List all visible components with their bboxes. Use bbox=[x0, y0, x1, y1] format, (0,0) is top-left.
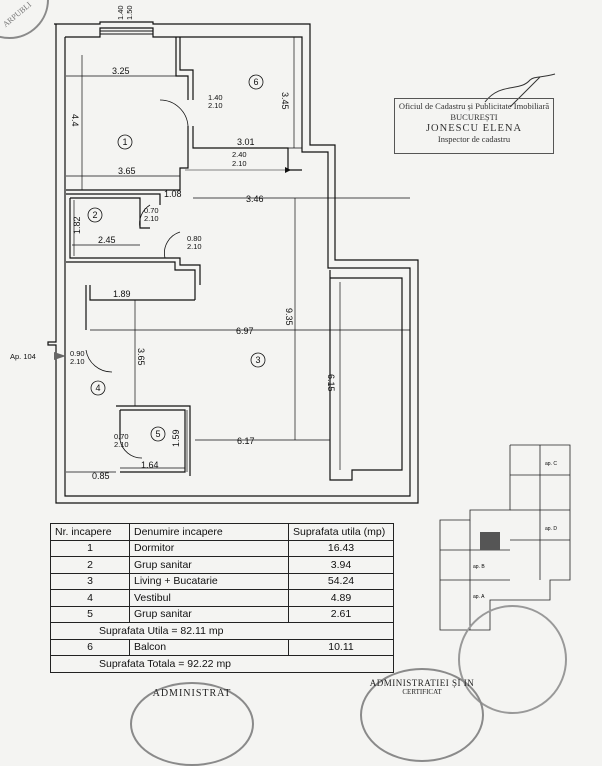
dim-door-r1: 1.40 bbox=[208, 93, 223, 102]
cell: Grup sanitar bbox=[129, 605, 289, 623]
bottom-right-stamp-text2: CERTIFICAT bbox=[402, 688, 442, 696]
dimension-lines bbox=[66, 37, 410, 473]
room-4-label: 4 bbox=[95, 383, 100, 393]
bottom-right-stamp-inner bbox=[460, 647, 565, 653]
dim-living-right: 6.15 bbox=[326, 374, 336, 392]
stamp-inner-text bbox=[460, 647, 565, 653]
dim-r1-width: 3.25 bbox=[112, 66, 130, 76]
dim-door-hallb: 2.10 bbox=[187, 242, 202, 251]
stamp-line-1: Oficiul de Cadastru și Publicitate Imobi… bbox=[398, 101, 550, 111]
suprafata-utila: Suprafata Utila = 82.11 mp bbox=[50, 622, 394, 640]
cell: 16.43 bbox=[288, 539, 394, 557]
room-circles bbox=[87, 74, 266, 442]
apartment-marker: Ap. 104 bbox=[10, 352, 36, 361]
dim-r6-height: 3.45 bbox=[280, 92, 290, 110]
room-1-label: 1 bbox=[122, 137, 127, 147]
dim-balcony-b: 1.50 bbox=[125, 5, 134, 20]
dim-balcony-a: 1.40 bbox=[116, 5, 125, 20]
dim-r2-width: 2.45 bbox=[98, 235, 116, 245]
room-6-label: 6 bbox=[253, 77, 258, 87]
header-denumire: Denumire incapere bbox=[129, 523, 289, 541]
suprafata-totala: Suprafata Totala = 92.22 mp bbox=[50, 655, 394, 673]
table-row: 1 Dormitor 16.43 bbox=[50, 539, 394, 557]
table-row: 2 Grup sanitar 3.94 bbox=[50, 556, 394, 574]
balcony-window bbox=[100, 27, 153, 35]
top-left-stamp-text: ARPUBLI bbox=[1, 0, 34, 29]
arrow-head-icon bbox=[285, 167, 291, 173]
dim-vestibul-top: 1.89 bbox=[113, 289, 131, 299]
bottom-left-stamp: ADMINISTRAT bbox=[130, 682, 254, 766]
cell: 1 bbox=[50, 539, 130, 557]
stamp-line-2: BUCUREȘTI bbox=[450, 112, 498, 122]
dim-r5-height: 1.59 bbox=[171, 429, 181, 447]
dim-door-r2b: 2.10 bbox=[144, 214, 159, 223]
cadastral-stamp: Oficiul de Cadastru și Publicitate Imobi… bbox=[394, 98, 554, 154]
dim-door-r6: 2.40 bbox=[232, 150, 247, 159]
dim-vestibul-height: 3.65 bbox=[136, 348, 146, 366]
dim-r6-width: 3.01 bbox=[237, 137, 255, 147]
totala-row: Suprafata Totala = 92.22 mp bbox=[50, 655, 394, 673]
table-header-row: Nr. incapere Denumire incapere Suprafata… bbox=[50, 523, 394, 541]
cell: 10.11 bbox=[288, 638, 394, 656]
entry-door-dim-b: 2.10 bbox=[70, 357, 85, 366]
cell: Grup sanitar bbox=[129, 556, 289, 574]
bottom-right-stamp-text: ADMINISTRATIEI ȘI IN bbox=[369, 678, 475, 688]
cell: 54.24 bbox=[288, 572, 394, 590]
cell: 4.89 bbox=[288, 589, 394, 607]
room-5-label: 5 bbox=[155, 429, 160, 439]
header-suprafata: Suprafata utila (mp) bbox=[288, 523, 394, 541]
header-nr: Nr. incapere bbox=[50, 523, 130, 541]
cell: 4 bbox=[50, 589, 130, 607]
key-label-b: ap. B bbox=[473, 564, 485, 570]
cell: 6 bbox=[50, 638, 130, 656]
door-arcs bbox=[85, 99, 189, 459]
cell: 3 bbox=[50, 572, 130, 590]
table-row: 4 Vestibul 4.89 bbox=[50, 589, 394, 607]
table-row: 5 Grup sanitar 2.61 bbox=[50, 605, 394, 623]
room-3-label: 3 bbox=[255, 355, 260, 365]
signature bbox=[484, 73, 556, 108]
cell: 2 bbox=[50, 556, 130, 574]
key-label-d: ap. D bbox=[545, 526, 557, 532]
bottom-stamp-center: ADMINISTRATIEI ȘI IN CERTIFICAT bbox=[360, 668, 484, 762]
dim-r5-width: 1.64 bbox=[141, 460, 159, 470]
dim-door-r5b: 2.10 bbox=[114, 440, 129, 449]
cell: Dormitor bbox=[129, 539, 289, 557]
dim-r1-bottom: 3.65 bbox=[118, 166, 136, 176]
cell: 5 bbox=[50, 605, 130, 623]
dim-r1-height: 4.4 bbox=[70, 114, 80, 127]
dim-door-hall: 0.80 bbox=[187, 234, 202, 243]
dim-door-r1b: 2.10 bbox=[208, 101, 223, 110]
dim-vestibul-bottom: 0.85 bbox=[92, 471, 110, 481]
utila-row: Suprafata Utila = 82.11 mp bbox=[50, 622, 394, 640]
cell: Balcon bbox=[129, 638, 289, 656]
interior-walls bbox=[66, 37, 403, 481]
rooms-table: Nr. incapere Denumire incapere Suprafata… bbox=[50, 523, 394, 673]
dim-r2-height: 1.82 bbox=[72, 216, 82, 234]
key-label-a: ap. A bbox=[473, 594, 485, 600]
key-label-c: ap. C bbox=[545, 461, 557, 467]
cell: Vestibul bbox=[129, 589, 289, 607]
stamp-role: Inspector de cadastru bbox=[437, 134, 511, 144]
dim-corridor: 1.08 bbox=[164, 189, 182, 199]
dim-living-bottom: 6.17 bbox=[237, 436, 255, 446]
dim-hall-width: 3.46 bbox=[246, 194, 264, 204]
bottom-left-stamp-text: ADMINISTRAT bbox=[152, 688, 232, 699]
table-row: 3 Living + Bucatarie 54.24 bbox=[50, 572, 394, 590]
dim-living-width: 6.97 bbox=[236, 326, 254, 336]
dim-door-r6b: 2.10 bbox=[232, 159, 247, 168]
table-row: 6 Balcon 10.11 bbox=[50, 638, 394, 656]
entry-arrow-icon bbox=[54, 352, 66, 360]
floor-plan: 1 2 3 4 5 6 1.40 1.50 3.25 4.4 1.40 2.10… bbox=[10, 5, 419, 504]
stamp-name: JONESCU ELENA bbox=[425, 123, 523, 134]
cell: 2.61 bbox=[288, 605, 394, 623]
cell: 3.94 bbox=[288, 556, 394, 574]
room-2-label: 2 bbox=[92, 210, 97, 220]
dim-living-height: 9.35 bbox=[284, 308, 294, 326]
dim-door-r5: 0.70 bbox=[114, 432, 129, 441]
entry-door-dim-a: 0.90 bbox=[70, 349, 85, 358]
dim-door-r2: 0.70 bbox=[144, 206, 159, 215]
cell: Living + Bucatarie bbox=[129, 572, 289, 590]
